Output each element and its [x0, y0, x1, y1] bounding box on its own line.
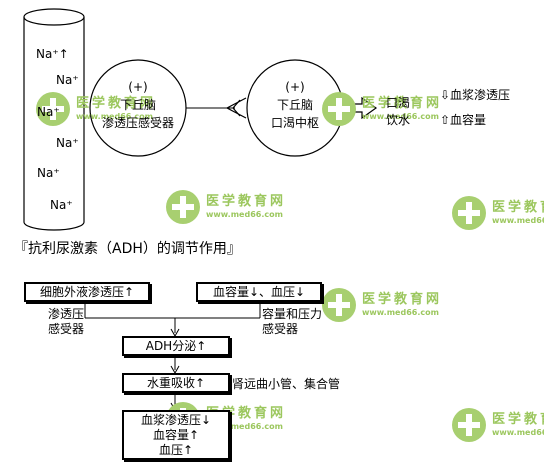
thirst-center-line2: 口渴中枢	[270, 116, 319, 130]
watermark-brand: 医学教育网	[492, 412, 544, 427]
result-line: 血压↑	[158, 443, 194, 457]
ion-label: Na⁺	[56, 136, 79, 150]
receptor-sign: (+)	[128, 80, 148, 94]
watermark-logo-icon	[452, 408, 486, 442]
watermark-brand: 医学教育网	[206, 194, 287, 209]
box-osmolality-label: 细胞外液渗透压↑	[39, 285, 135, 299]
watermark-url: www.med66.com	[362, 308, 439, 317]
label-osmoreceptor: 感受器	[48, 322, 85, 336]
box-result	[122, 410, 230, 460]
watermark: 医学教育网 www.med66.com	[452, 190, 544, 236]
ion-label: Na⁺	[56, 73, 79, 87]
effect-plasma-osmolality: ⇩血浆渗透压	[440, 88, 511, 102]
watermark-url: www.med66.com	[362, 112, 439, 121]
watermark-logo-icon	[452, 196, 486, 230]
side-label: 肾远曲小管、集合管	[232, 377, 341, 391]
watermark-brand: 医学教育网	[492, 200, 544, 215]
watermark-logo-icon	[36, 92, 70, 126]
thirst-line1: 口渴	[385, 96, 410, 110]
ion-cylinder	[23, 8, 85, 231]
box-volume	[196, 282, 322, 302]
watermark: 医学教育网 www.med66.com	[36, 86, 166, 132]
watermark-brand: 医学教育网	[76, 96, 157, 111]
watermark: 医学教育网 www.med66.com	[322, 86, 452, 132]
watermark: 医学教育网 www.med66.com	[322, 282, 452, 328]
watermark-url: www.med66.com	[206, 210, 283, 219]
watermark: 医学教育网 www.med66.com	[452, 402, 544, 448]
box-volume-label: 血容量↓、血压↓	[212, 285, 306, 299]
ion-label: Na⁺	[50, 198, 73, 212]
watermark-url: www.med66.com	[76, 112, 153, 121]
watermark-logo-icon	[322, 92, 356, 126]
ion-label: Na⁺	[37, 166, 60, 180]
double-chevron-left-icon	[225, 97, 247, 119]
label-osmoreceptor: 渗透压	[48, 307, 85, 321]
watermark-logo-icon	[166, 190, 200, 224]
watermark-url: www.med66.com	[492, 428, 544, 437]
thirst-line2: 饮水	[385, 113, 410, 127]
ion-label: Na⁺	[37, 105, 60, 119]
receptor-line1: 下丘脑	[119, 98, 156, 112]
watermark-url: www.med66.com	[492, 216, 544, 225]
flow-connectors	[84, 302, 261, 412]
box-adh	[122, 336, 230, 356]
thirst-center-sign: (+)	[285, 80, 305, 94]
watermark-url: www.med66.com	[206, 422, 283, 431]
label-volume-receptor: 容量和压力	[262, 307, 323, 321]
watermark-brand: 医学教育网	[362, 292, 443, 307]
box-osmolality	[24, 282, 150, 302]
label-volume-receptor: 感受器	[262, 322, 299, 336]
watermark: 医学教育网 www.med66.com	[166, 184, 296, 230]
section-heading: 『抗利尿激素（ADH）的调节作用』	[14, 241, 241, 257]
result-line: 血容量↑	[152, 428, 200, 442]
box-adh-label: ADH分泌↑	[145, 339, 207, 353]
result-line: 血浆渗透压↓	[140, 413, 212, 427]
thirst-center-line1: 下丘脑	[276, 98, 313, 112]
watermark-brand: 医学教育网	[362, 96, 443, 111]
ion-label: Na⁺↑	[36, 47, 69, 61]
box-reabsorb-label: 水重吸收↑	[146, 376, 206, 390]
effect-blood-volume: ⇧血容量	[440, 113, 487, 127]
receptor-line2: 渗透压感受器	[101, 116, 174, 130]
watermark-logo-icon	[322, 288, 356, 322]
box-reabsorb	[122, 373, 230, 393]
